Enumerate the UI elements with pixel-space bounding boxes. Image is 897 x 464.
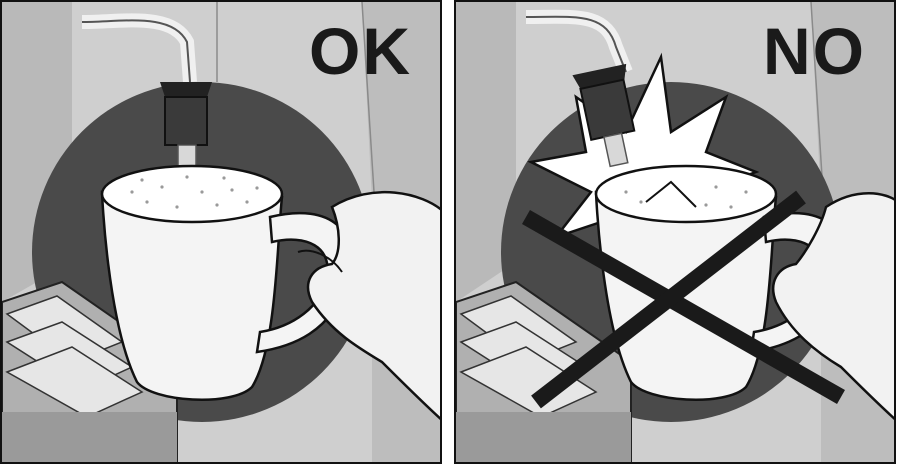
milk-foam <box>102 166 282 222</box>
ok-label: OK <box>309 18 412 84</box>
frothing-nozzle <box>580 80 634 140</box>
nozzle-cap <box>160 82 212 97</box>
frothing-nozzle <box>165 97 207 145</box>
correct-usage-panel: OK <box>0 0 442 464</box>
no-label: NO <box>763 18 866 84</box>
milk-foam <box>596 166 776 222</box>
incorrect-usage-panel: NO <box>454 0 896 464</box>
